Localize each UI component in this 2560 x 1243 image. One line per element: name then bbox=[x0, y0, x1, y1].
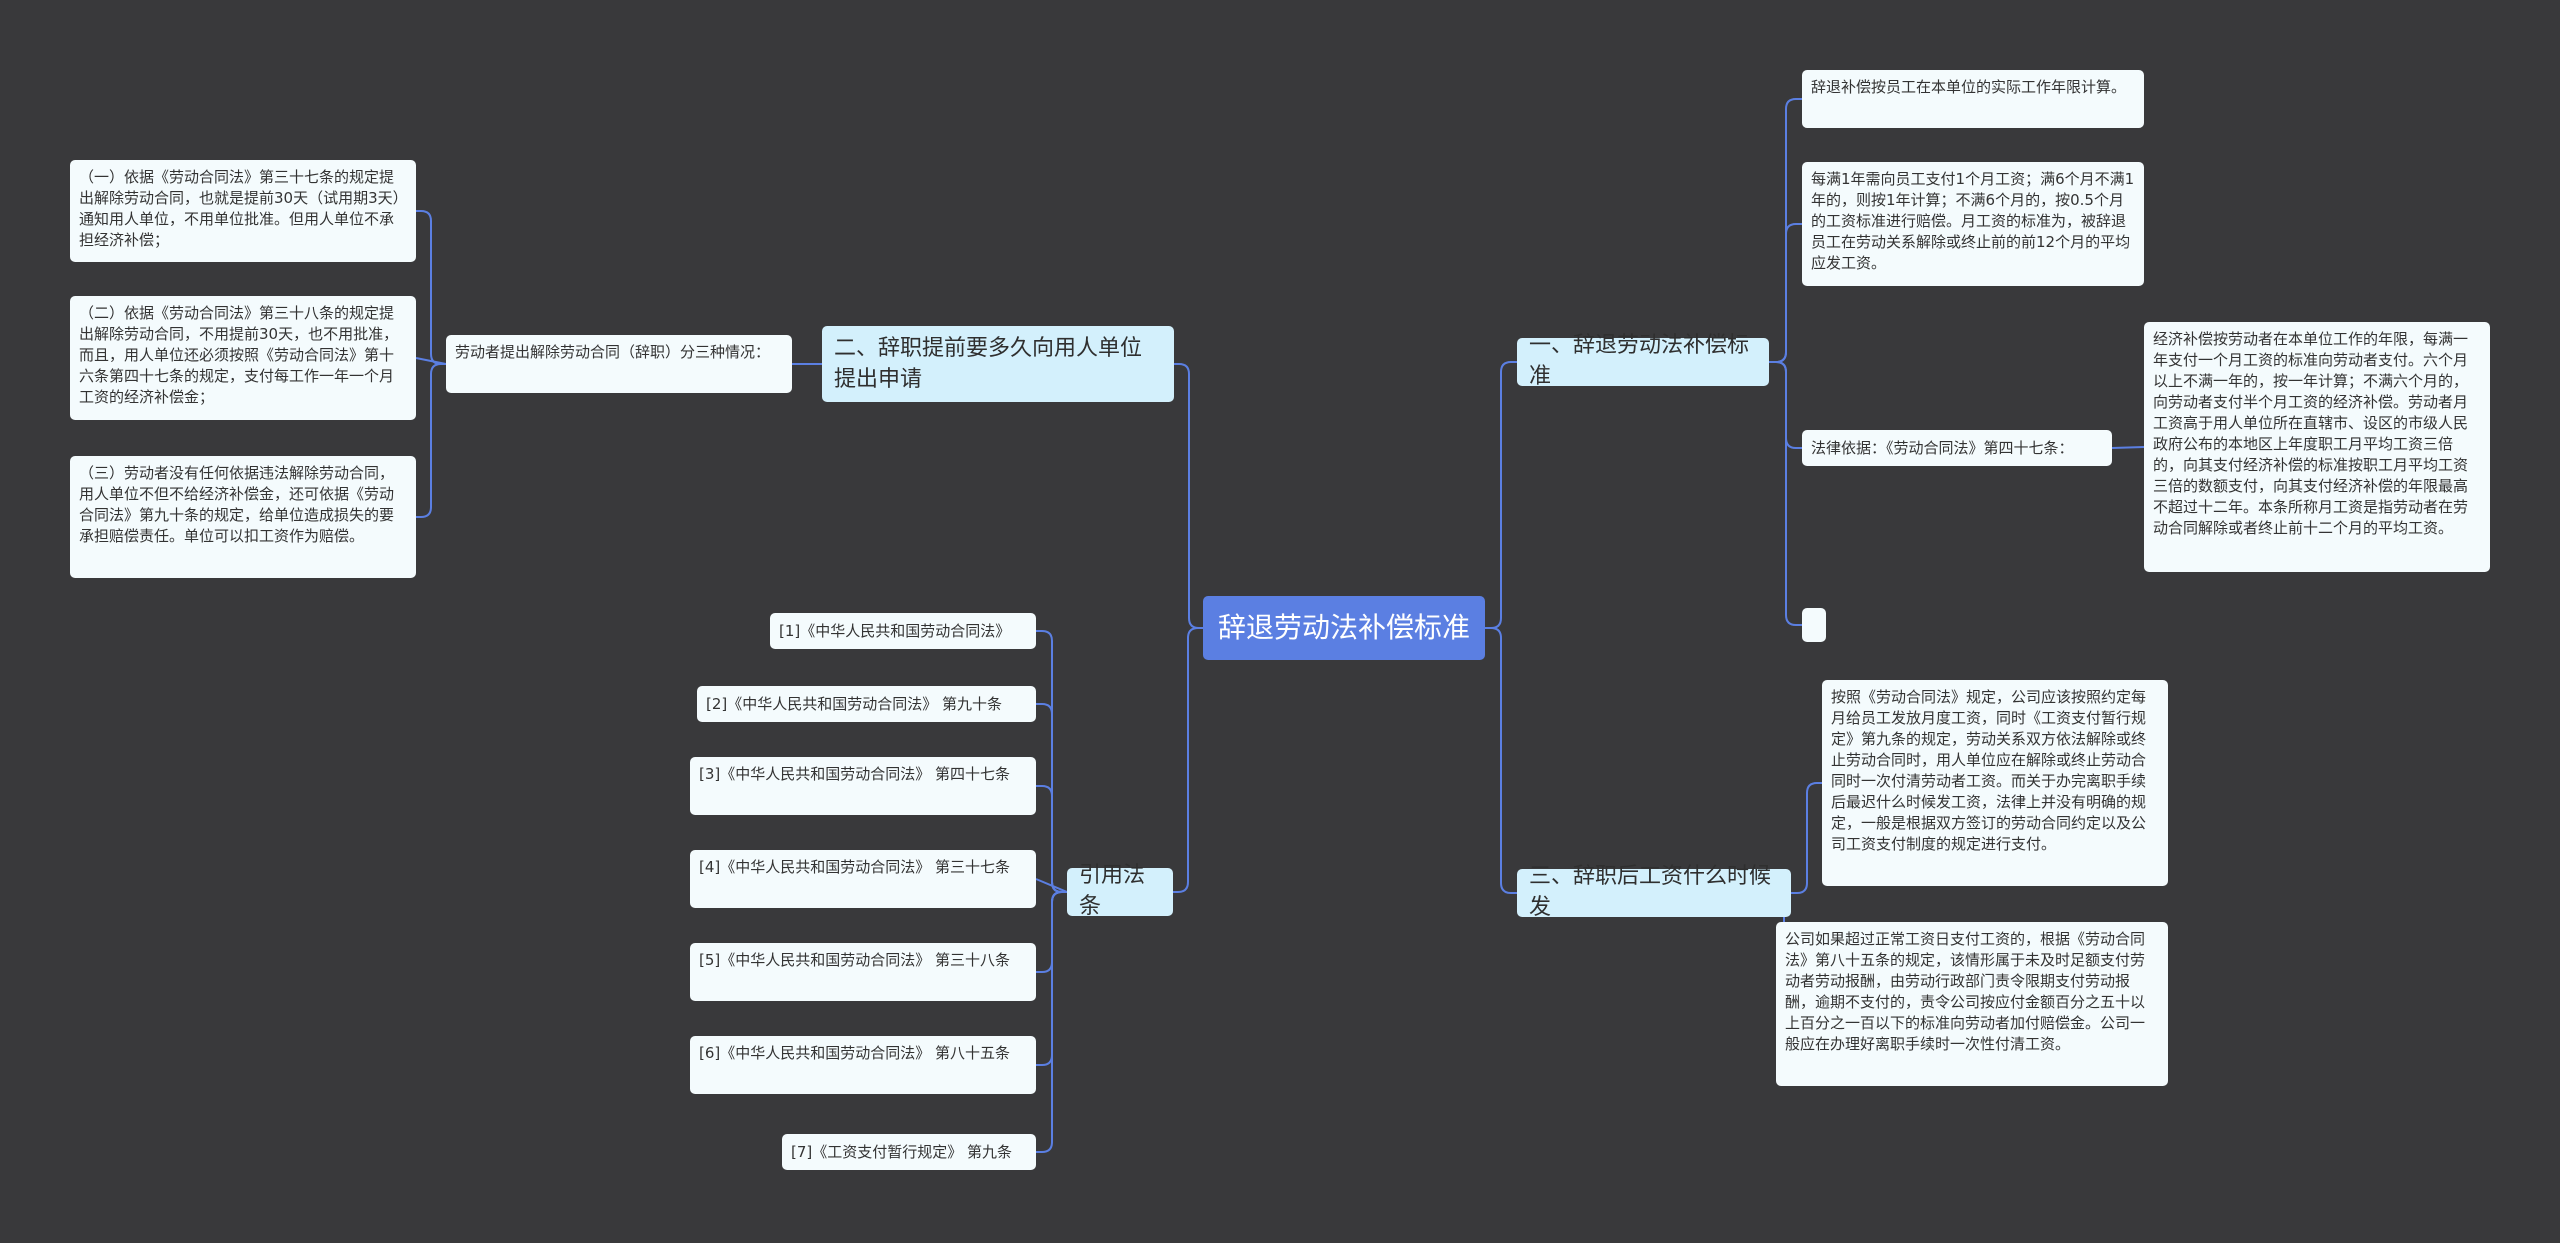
link-b2-2 bbox=[416, 363, 446, 518]
leaf-node-case-3[interactable]: （三）劳动者没有任何依据违法解除劳动合同，用人单位不但不给经济补偿金，还可依据《… bbox=[70, 456, 416, 578]
leaf-node-citation[interactable]: [7]《工资支付暂行规定》 第九条 bbox=[782, 1134, 1036, 1170]
link-b4-6 bbox=[1036, 891, 1067, 1153]
branch-node-salary-payment-time[interactable]: 三、辞职后工资什么时候发 bbox=[1517, 864, 1791, 920]
link-b4-2 bbox=[1036, 785, 1067, 893]
leaf-node[interactable]: 按照《劳动合同法》规定，公司应该按照约定每月给员工发放月度工资，同时《工资支付暂… bbox=[1822, 680, 2168, 886]
leaf-node-citation[interactable]: [4]《中华人民共和国劳动合同法》 第三十七条 bbox=[690, 850, 1036, 908]
link-root-b4 bbox=[1173, 627, 1203, 893]
leaf-node-case-1[interactable]: （一）依据《劳动合同法》第三十七条的规定提出解除劳动合同，也就是提前30天（试用… bbox=[70, 160, 416, 262]
leaf-node[interactable]: 辞退补偿按员工在本单位的实际工作年限计算。 bbox=[1802, 70, 2144, 128]
link-b1-3 bbox=[1769, 361, 1802, 626]
leaf-node-article-47-text[interactable]: 经济补偿按劳动者在本单位工作的年限，每满一年支付一个月工资的标准向劳动者支付。六… bbox=[2144, 322, 2490, 572]
branch-label: 一、辞退劳动法补偿标准 bbox=[1529, 333, 1750, 389]
leaf-node-three-cases[interactable]: 劳动者提出解除劳动合同（辞职）分三种情况： bbox=[446, 335, 792, 393]
leaf-node-citation[interactable]: [3]《中华人民共和国劳动合同法》 第四十七条 bbox=[690, 757, 1036, 815]
branch-label: 二、辞职提前要多久向用人单位提出申请 bbox=[834, 336, 1143, 392]
branch-node-resignation-notice[interactable]: 二、辞职提前要多久向用人单位提出申请 bbox=[822, 326, 1174, 402]
link-b2-0 bbox=[416, 210, 446, 365]
leaf-node-citation[interactable]: [1]《中华人民共和国劳动合同法》 bbox=[770, 613, 1036, 649]
branch-label: 引用法条 bbox=[1079, 863, 1146, 919]
leaf-node-citation[interactable]: [2]《中华人民共和国劳动合同法》 第九十条 bbox=[697, 686, 1036, 722]
leaf-node[interactable]: 公司如果超过正常工资日支付工资的，根据《劳动合同法》第八十五条的规定，该情形属于… bbox=[1776, 922, 2168, 1086]
link-root-b3 bbox=[1485, 627, 1517, 894]
link-law-detail bbox=[2111, 446, 2145, 449]
link-root-b1 bbox=[1485, 361, 1517, 629]
leaf-node-citation[interactable]: [6]《中华人民共和国劳动合同法》 第八十五条 bbox=[690, 1036, 1036, 1094]
link-b4-3 bbox=[1035, 878, 1068, 893]
root-node[interactable]: 辞退劳动法补偿标准 bbox=[1203, 596, 1485, 660]
leaf-node-empty[interactable] bbox=[1802, 608, 1826, 642]
leaf-node[interactable]: 每满1年需向员工支付1个月工资；满6个月不满1年的，则按1年计算；不满6个月的，… bbox=[1802, 162, 2144, 286]
branch-node-cited-laws[interactable]: 引用法条 bbox=[1067, 863, 1173, 919]
root-label: 辞退劳动法补偿标准 bbox=[1217, 611, 1470, 645]
branch-label: 三、辞职后工资什么时候发 bbox=[1529, 864, 1772, 920]
leaf-node-citation[interactable]: [5]《中华人民共和国劳动合同法》 第三十八条 bbox=[690, 943, 1036, 1001]
leaf-node-case-2[interactable]: （二）依据《劳动合同法》第三十八条的规定提出解除劳动合同，不用提前30天，也不用… bbox=[70, 296, 416, 420]
link-b3-0 bbox=[1791, 782, 1822, 894]
link-root-b2 bbox=[1174, 363, 1203, 629]
leaf-node-legal-basis[interactable]: 法律依据：《劳动合同法》第四十七条： bbox=[1802, 430, 2112, 466]
branch-node-compensation-standard[interactable]: 一、辞退劳动法补偿标准 bbox=[1517, 333, 1769, 389]
link-b1-1 bbox=[1769, 223, 1802, 363]
